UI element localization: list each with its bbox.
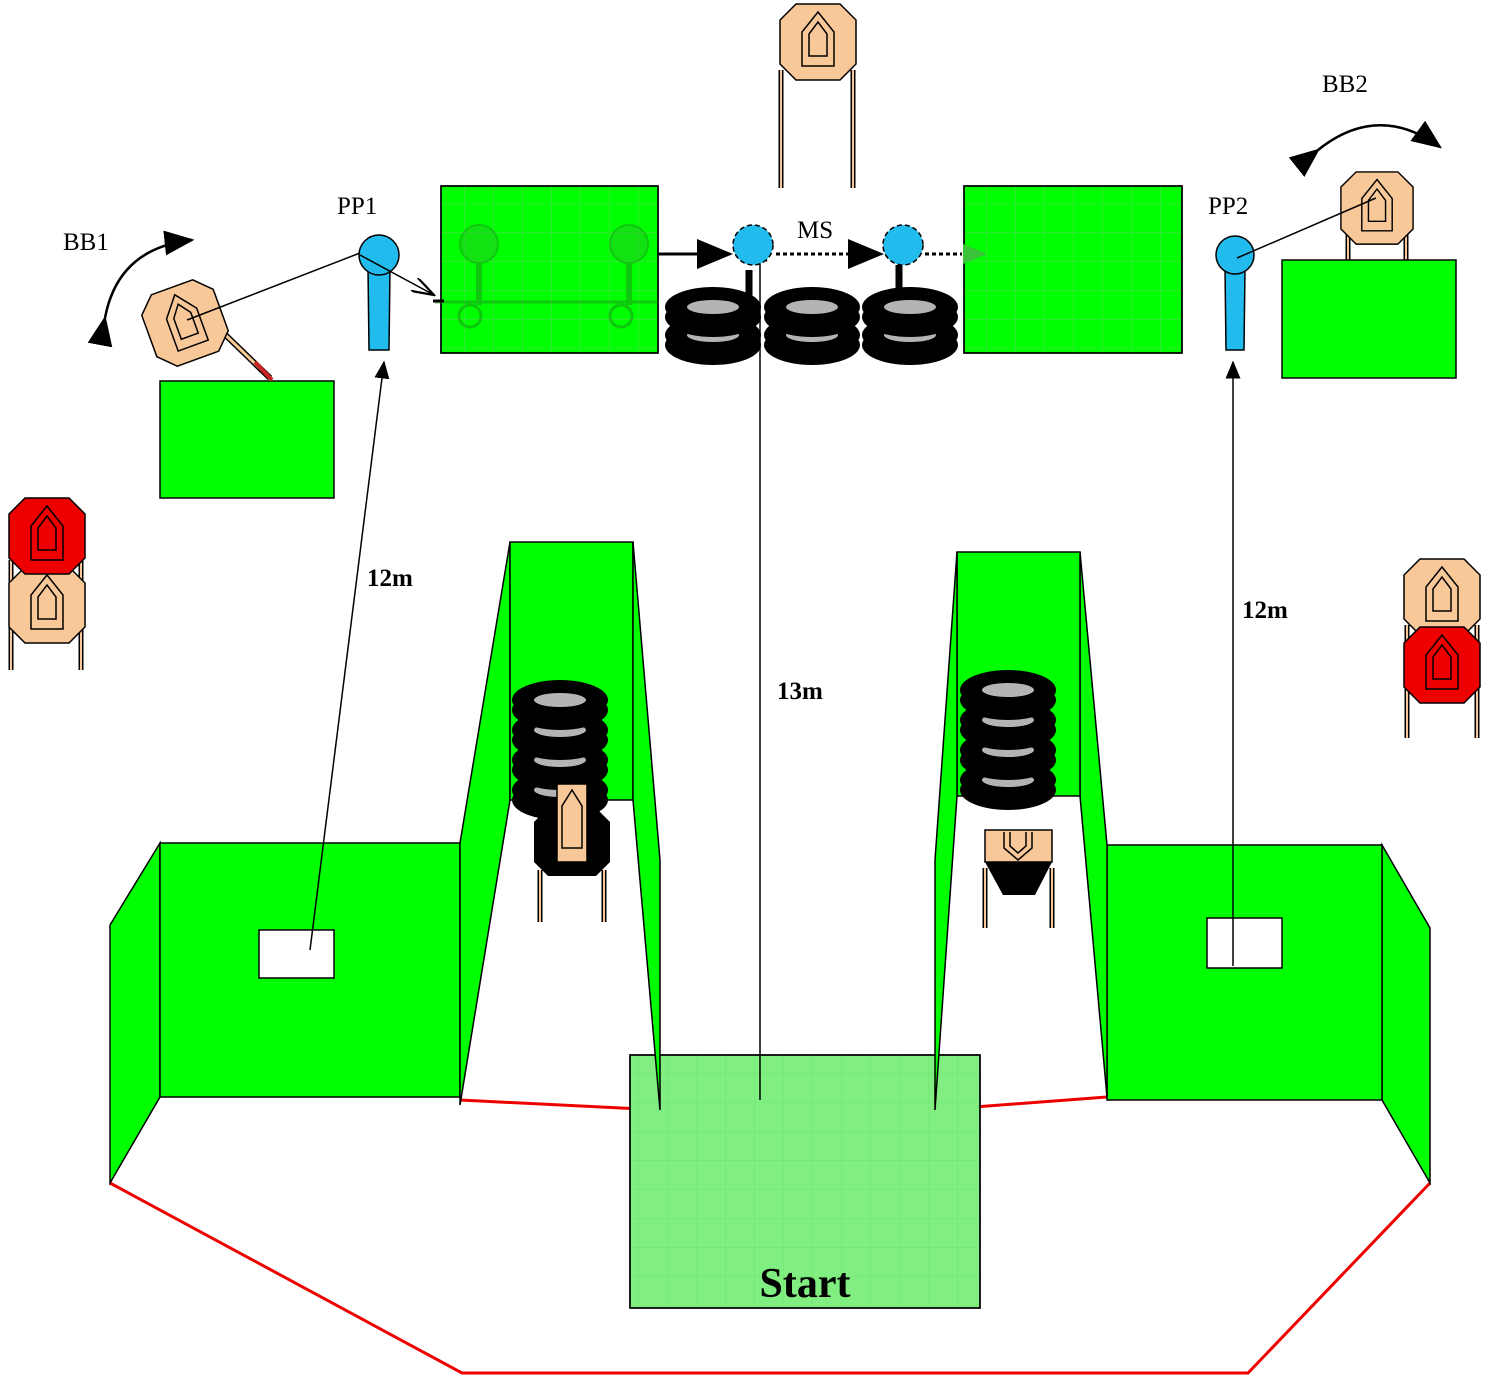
bb1-swing-arrow xyxy=(87,230,195,348)
moving-steel-position-1 xyxy=(732,224,774,266)
left-wing-wall xyxy=(109,840,161,1186)
right-corridor-target[interactable] xyxy=(982,829,1055,928)
right-corridor-outer-wall xyxy=(1079,551,1108,1098)
bb2-target[interactable] xyxy=(1236,171,1457,379)
moving-steel-tires xyxy=(665,287,958,365)
distance-label-center: 13m xyxy=(777,678,823,705)
right-front-wall xyxy=(1106,844,1383,1101)
left-side-targets[interactable] xyxy=(8,497,86,670)
moving-steel-position-2 xyxy=(882,224,924,266)
right-corridor-tire-stack xyxy=(960,670,1056,810)
bb1-label: BB1 xyxy=(63,229,109,256)
left-side-target-shoot xyxy=(8,566,86,644)
distance-label-left: 12m xyxy=(367,565,413,592)
left-corridor-inner-wall xyxy=(632,541,661,1111)
bb1-target[interactable] xyxy=(135,252,361,499)
pepper-popper-1[interactable] xyxy=(358,234,434,351)
distance-label-right: 12m xyxy=(1242,597,1288,624)
right-side-no-shoot xyxy=(1403,626,1481,704)
left-side-no-shoot xyxy=(8,497,86,575)
start-label: Start xyxy=(760,1261,851,1307)
left-corridor-outer-wall xyxy=(459,541,511,1106)
bb1-barrier xyxy=(159,380,335,499)
pepper-popper-2[interactable] xyxy=(1215,235,1255,351)
right-port xyxy=(1206,917,1283,969)
right-top-barrier xyxy=(963,185,1183,354)
left-wall-assembly xyxy=(109,541,661,1186)
pp1-label: PP1 xyxy=(337,193,377,220)
left-corridor-target[interactable] xyxy=(534,783,610,922)
right-side-target-shoot xyxy=(1403,558,1481,636)
bb2-swing-arrow xyxy=(1288,120,1443,177)
moving-steel-label: MS xyxy=(797,217,833,244)
start-box[interactable]: Start xyxy=(629,1054,981,1309)
right-corridor-target-visible xyxy=(984,829,1053,863)
left-top-barrier xyxy=(433,185,659,354)
moving-steel[interactable] xyxy=(658,224,962,300)
bb2-label: BB2 xyxy=(1322,71,1368,98)
distance-lines xyxy=(309,243,1241,1100)
bb2-barrier xyxy=(1281,259,1457,379)
pp2-label: PP2 xyxy=(1208,193,1248,220)
right-corridor-inner-wall xyxy=(934,551,958,1111)
right-wing-wall xyxy=(1381,842,1431,1186)
left-port xyxy=(258,929,335,979)
right-side-targets[interactable] xyxy=(1403,558,1481,738)
top-center-target[interactable] xyxy=(778,3,857,188)
